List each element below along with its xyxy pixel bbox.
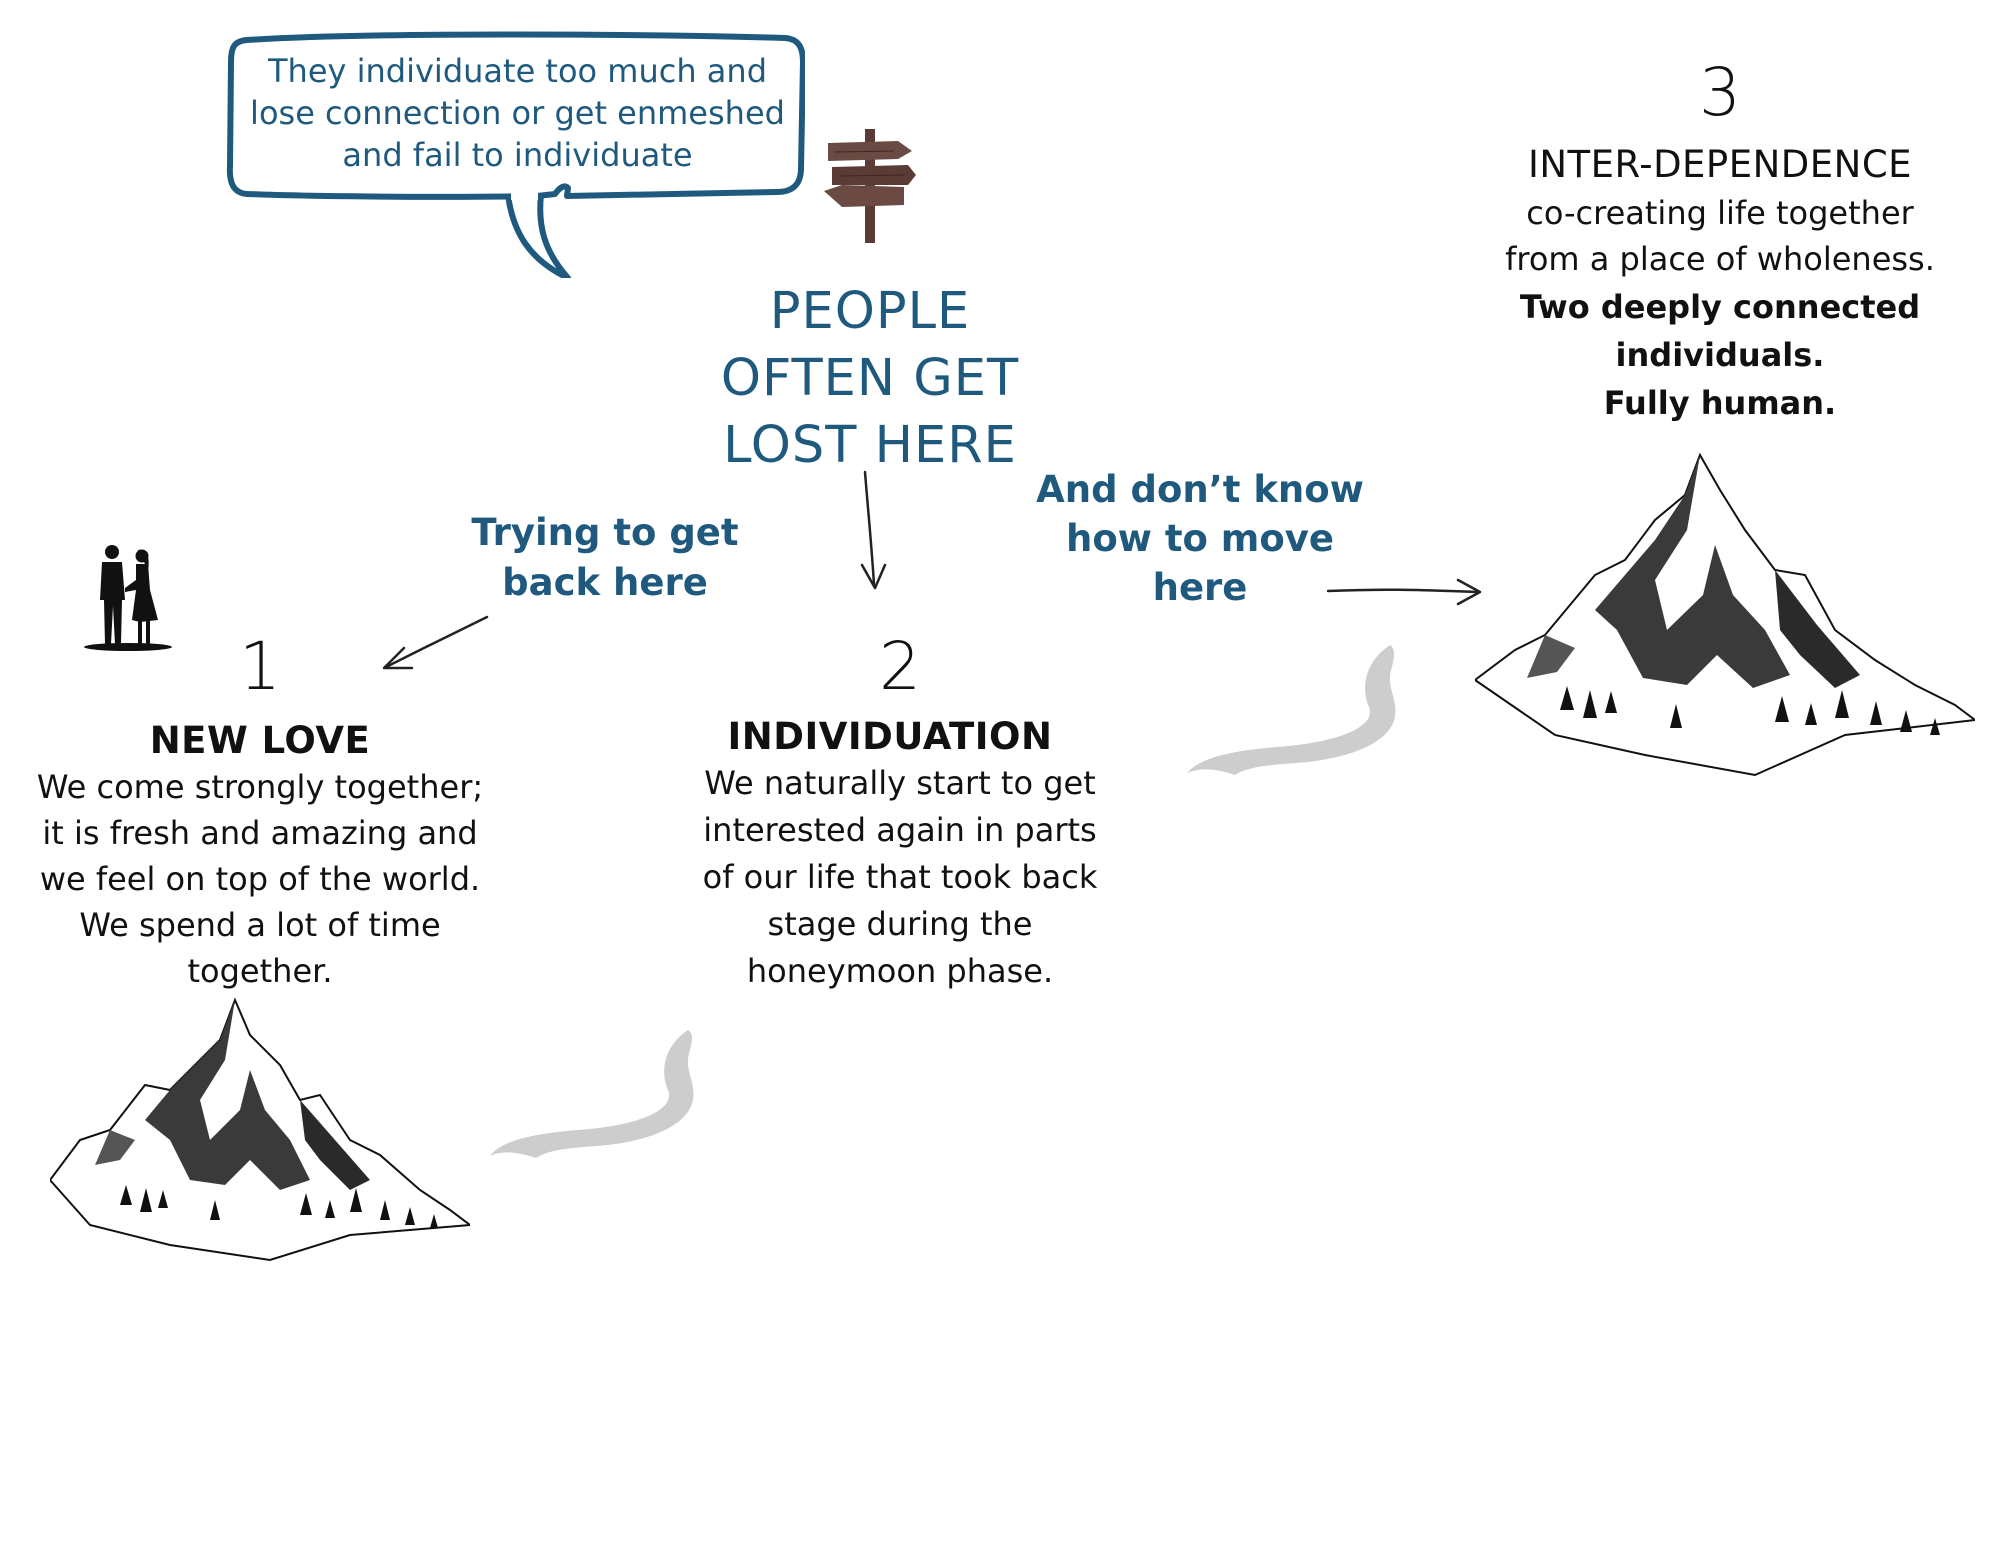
description-line: it is fresh and amazing and [20, 810, 500, 856]
arrow-to-stage-1 [386, 617, 487, 667]
label-line: how to move [1015, 514, 1385, 563]
stage-1-title: NEW LOVE [60, 718, 460, 764]
description-line: We spend a lot of time [20, 902, 500, 948]
label-line: And don’t know [1015, 465, 1385, 514]
description-line: together. [20, 948, 500, 994]
emphasis-line: Fully human. [1470, 379, 1970, 427]
description-line: We naturally start to get [670, 760, 1130, 807]
speech-bubble-text: They individuate too much and lose conne… [245, 50, 790, 176]
arrow-head [384, 648, 412, 668]
stage-3-emphasis: Two deeply connected individuals. Fully … [1470, 283, 1970, 427]
winding-path-illustration [1185, 645, 1400, 775]
stage-1-description: We come strongly together; it is fresh a… [20, 764, 500, 994]
arrow-head [862, 565, 885, 588]
emphasis-line: individuals. [1470, 331, 1970, 379]
stage-3-title: INTER-DEPENDENCE [1480, 142, 1960, 188]
winding-path-illustration [488, 1030, 698, 1160]
description-line: stage during the [670, 901, 1130, 948]
arrow-to-stage-2 [865, 472, 874, 585]
mountain-illustration [1475, 450, 1975, 780]
heading-line: OFTEN GET [650, 345, 1090, 412]
description-line: from a place of wholeness. [1470, 236, 1970, 282]
trying-to-get-back-label: Trying to get back here [440, 508, 770, 608]
description-line: honeymoon phase. [670, 948, 1130, 995]
lost-here-heading: PEOPLE OFTEN GET LOST HERE [650, 278, 1090, 479]
description-line: of our life that took back [670, 854, 1130, 901]
label-line: here [1015, 563, 1385, 612]
emphasis-line: Two deeply connected [1470, 283, 1970, 331]
stage-2-number: 2 [800, 632, 1000, 702]
stage-1-number: 1 [160, 632, 360, 702]
heading-line: PEOPLE [650, 278, 1090, 345]
description-line: interested again in parts [670, 807, 1130, 854]
description-line: We come strongly together; [20, 764, 500, 810]
stage-2-title: INDIVIDUATION [690, 714, 1090, 760]
description-line: co-creating life together [1470, 190, 1970, 236]
stage-2-description: We naturally start to get interested aga… [670, 760, 1130, 995]
stage-3-number: 3 [1620, 58, 1820, 128]
stage-3-description: co-creating life together from a place o… [1470, 190, 1970, 282]
label-line: back here [440, 558, 770, 608]
mountain-illustration [50, 990, 470, 1265]
dont-know-how-to-move-label: And don’t know how to move here [1015, 465, 1385, 612]
label-line: Trying to get [440, 508, 770, 558]
description-line: we feel on top of the world. [20, 856, 500, 902]
signpost-icon [820, 125, 920, 245]
